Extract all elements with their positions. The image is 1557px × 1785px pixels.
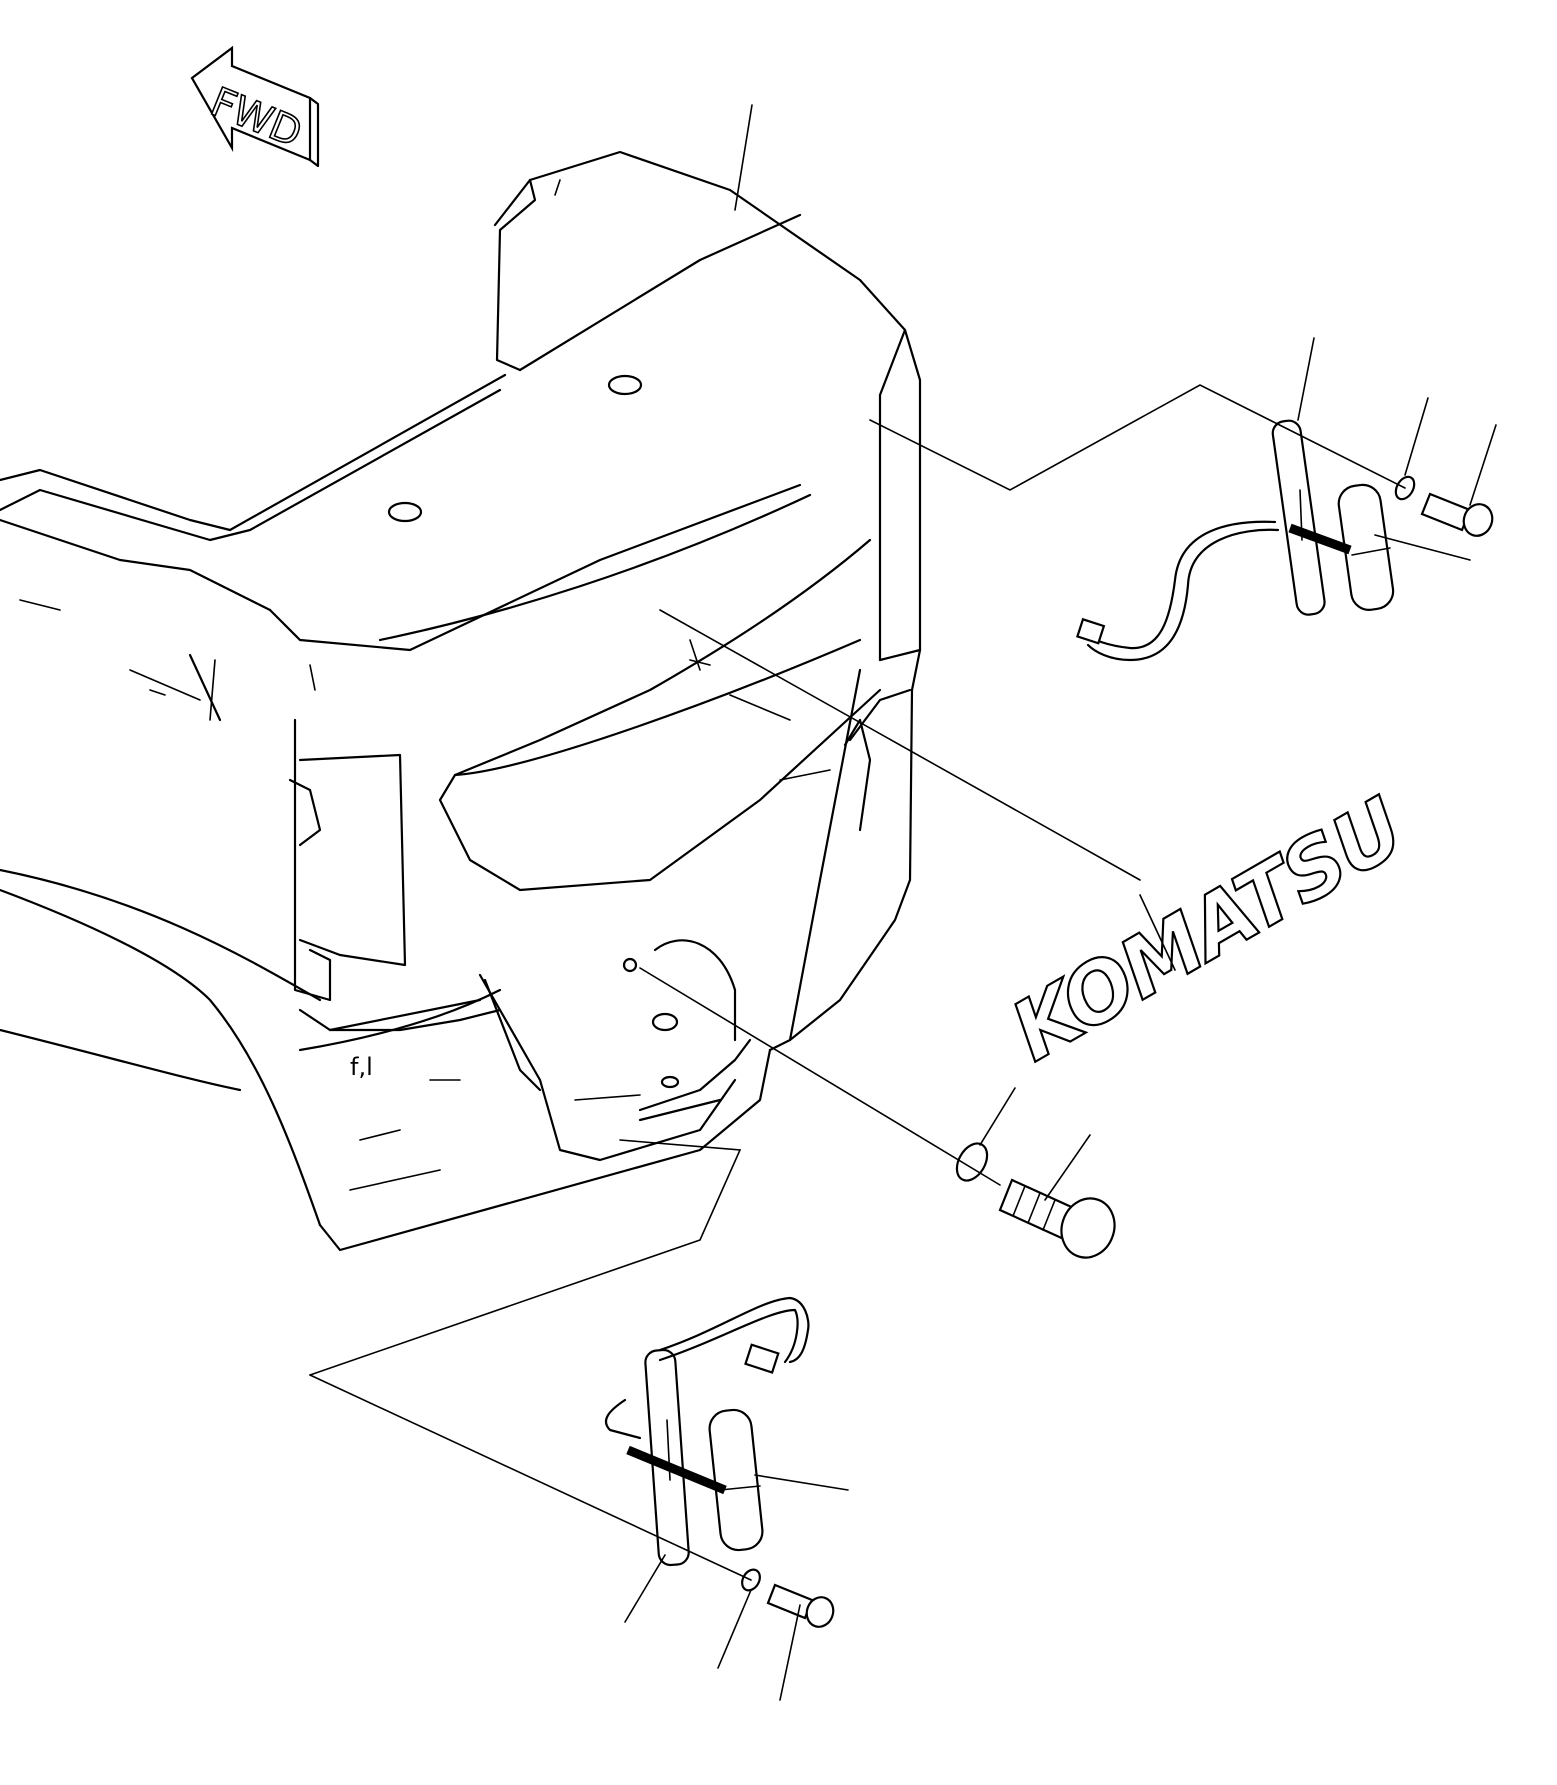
lamp-lens-lower [708,1408,764,1552]
leader-line-decal-center [659,609,1141,881]
connector-lower [744,1343,780,1374]
leader-line-bracket-lower [624,1554,666,1623]
leader-line-bolt-middle [1044,1134,1091,1201]
leader-line-cover [734,104,753,211]
washer-middle [955,1142,989,1182]
leader-line-washer-lower [717,1589,752,1669]
lamp-bracket-upper [1271,419,1326,616]
leader-line-bolt-upper [1469,424,1497,506]
forward-arrow-icon: FWD [190,45,320,168]
middle-fasteners [955,1142,1116,1259]
rear-cover-body: f,l [0,150,922,1252]
bolt-lower [766,1583,835,1628]
upper-lamp-assembly [1076,419,1494,662]
leader-line-lens-upper [1374,534,1471,561]
bolt-upper [1420,492,1494,537]
panel-mark: f,l [350,1053,373,1081]
leader-line-washer-middle [979,1087,1016,1146]
leader-line-bracket-upper [1297,337,1315,421]
leader-line-decal [1139,894,1176,971]
leader-line-bolt-lower [779,1604,801,1701]
bolt-middle [998,1178,1116,1259]
leader-line-lens-lower [754,1474,849,1491]
leader-line-washer-upper [1404,397,1429,476]
komatsu-decal: KOMATSU [995,780,1420,1081]
lower-lamp-assembly [604,1296,835,1628]
mounting-lines [309,384,1406,1581]
leader-lines [624,104,1497,1701]
connector-upper [1076,617,1106,645]
brand-decal-text: KOMATSU [996,781,1419,1080]
